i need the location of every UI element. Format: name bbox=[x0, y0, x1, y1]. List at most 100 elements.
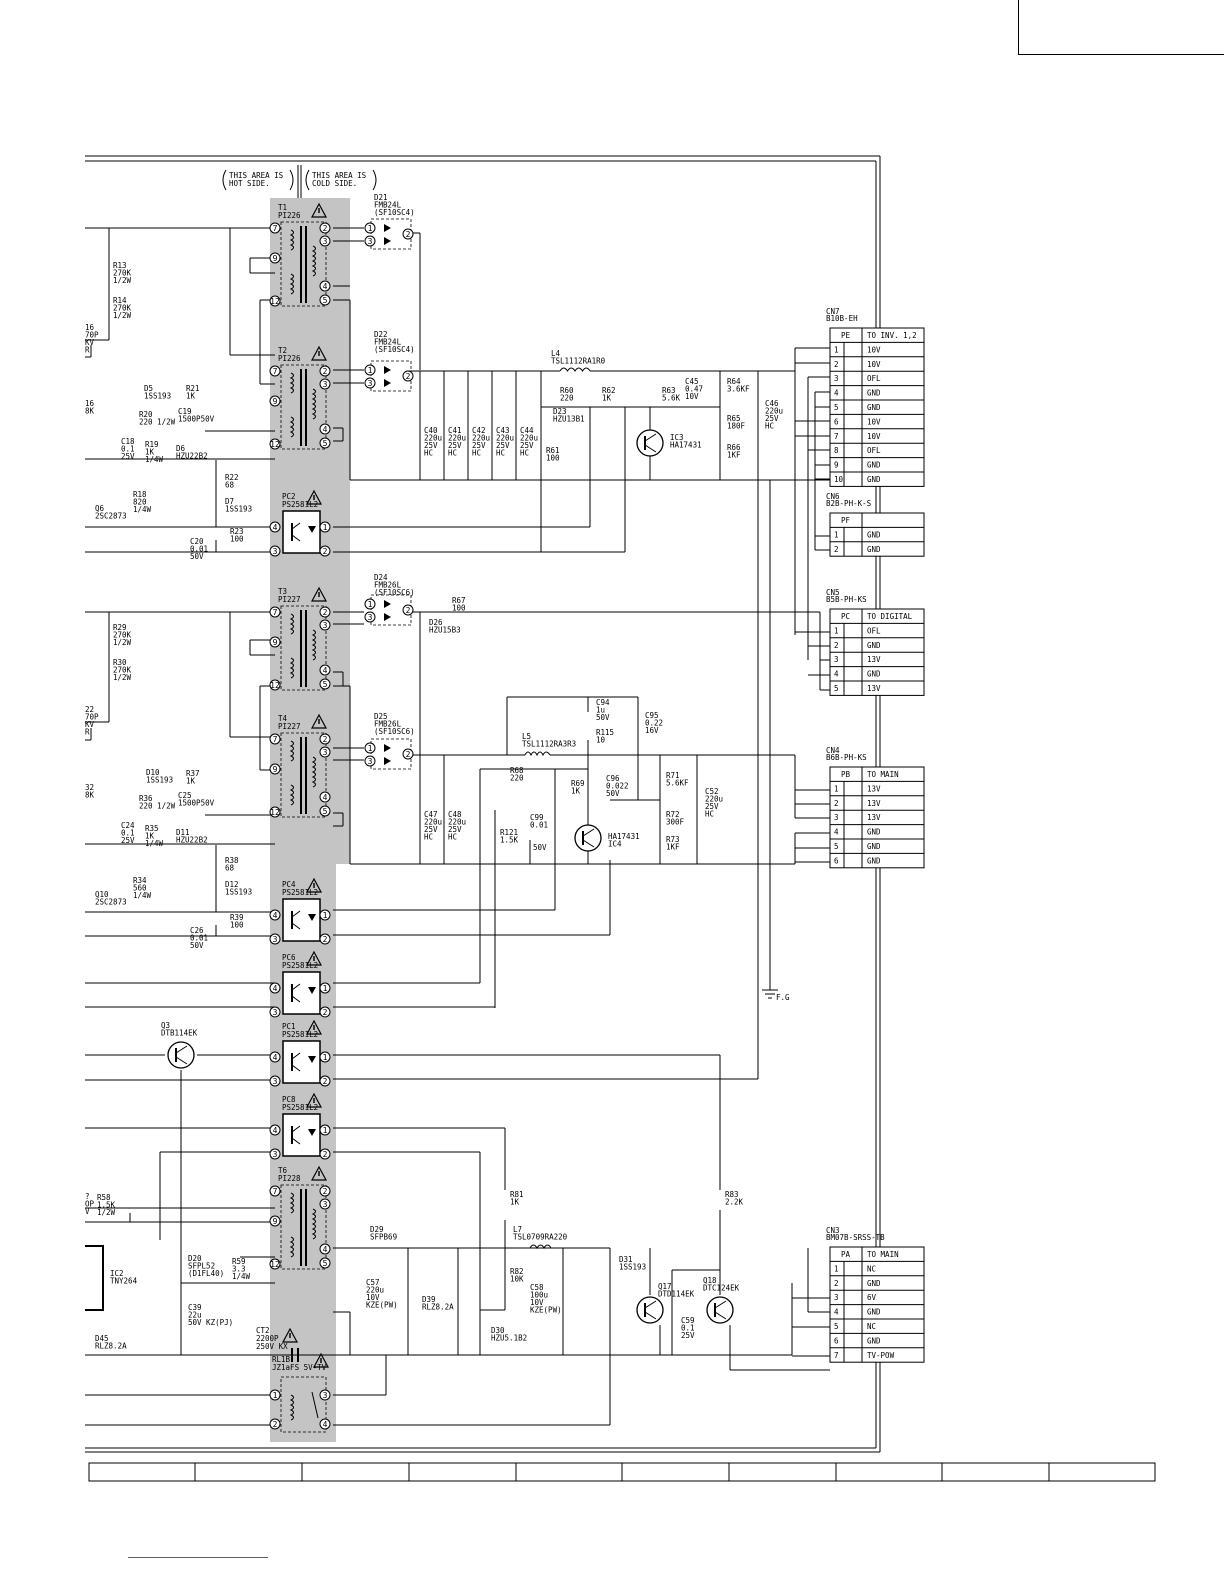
component-text: L4 bbox=[551, 349, 561, 358]
component-text: D10 bbox=[146, 768, 160, 777]
pin-marker: 1 bbox=[364, 598, 376, 610]
component-text: 1SS193 bbox=[225, 888, 252, 897]
component-text: Q18 bbox=[703, 1276, 717, 1285]
connector-pin-signal: GND bbox=[867, 856, 881, 865]
pin-number: 4 bbox=[273, 523, 278, 532]
connector-pin-signal: TV-POW bbox=[867, 1351, 895, 1360]
pin-marker: 4 bbox=[319, 1418, 331, 1430]
component-text: 220u bbox=[496, 434, 514, 443]
opto-ref: PC1 bbox=[282, 1022, 296, 1031]
component-text: R71 bbox=[666, 771, 680, 780]
rectifier-diode-pair: 132 bbox=[364, 594, 414, 626]
component-text: R64 bbox=[727, 377, 741, 386]
component-text: 1K bbox=[186, 392, 196, 401]
component-text: 220u bbox=[472, 434, 490, 443]
relay-part: JZ1aFS 5V-TV bbox=[272, 1363, 327, 1372]
connector-ref: CN4 bbox=[826, 746, 840, 755]
component-text: 1/2W bbox=[113, 276, 132, 285]
connector-tag: PC bbox=[841, 612, 850, 621]
component-text: D20 bbox=[188, 1254, 202, 1263]
opto-part: PS2581L2 bbox=[282, 500, 318, 509]
pin-marker: 3 bbox=[269, 933, 281, 945]
component-text: HC bbox=[472, 449, 481, 458]
pin-marker: 3 bbox=[319, 746, 331, 758]
component-text: D21 bbox=[374, 193, 388, 202]
component-text: D11 bbox=[176, 828, 190, 837]
pin-marker: 4 bbox=[269, 1051, 281, 1063]
pin-number: 3 bbox=[323, 1200, 328, 1209]
component-text: 180F bbox=[727, 422, 746, 431]
component-text: R34 bbox=[133, 876, 147, 885]
component-text: 5.6KF bbox=[666, 779, 689, 788]
component-text: 0.1 bbox=[121, 445, 135, 454]
connector-pin-signal: 13V bbox=[867, 813, 881, 822]
connector-pin-signal: NC bbox=[867, 1322, 876, 1331]
component-text: RLZ8.2A bbox=[422, 1303, 454, 1312]
component-text: 1K bbox=[571, 787, 581, 796]
component-text: FMB26L bbox=[374, 720, 402, 729]
connector-pin-signal: 10V bbox=[867, 345, 881, 354]
component-text: Q6 bbox=[95, 504, 105, 513]
transformer-part: PI228 bbox=[278, 1174, 301, 1183]
component-text: 10V bbox=[530, 1298, 544, 1307]
connector-pin-signal: OFL bbox=[867, 446, 881, 455]
component-text: 100 bbox=[230, 921, 244, 930]
pin-number: 3 bbox=[273, 935, 278, 944]
component-text: 50V bbox=[190, 941, 204, 950]
warning-icon bbox=[305, 950, 323, 966]
connector-pin-signal: GND bbox=[867, 475, 881, 484]
component-text: 1SS193 bbox=[225, 505, 252, 514]
transformer-ref: T4 bbox=[278, 714, 288, 723]
pin-number: 4 bbox=[273, 911, 278, 920]
component-text: R66 bbox=[727, 443, 741, 452]
component-text: 0.01 bbox=[190, 545, 208, 554]
component-text: 1/2W bbox=[113, 638, 132, 647]
connector-pin-number: 8 bbox=[834, 446, 839, 455]
component-text: (SF10SC4) bbox=[374, 345, 415, 354]
pin-number: 2 bbox=[406, 372, 411, 381]
component-text: C58 bbox=[530, 1283, 544, 1292]
component-text: 1KF bbox=[666, 843, 680, 852]
connector-pin-number: 5 bbox=[834, 403, 839, 412]
note-line: HOT SIDE. bbox=[229, 179, 270, 188]
pin-marker: 9 bbox=[269, 252, 281, 264]
component-text: R bbox=[85, 346, 90, 355]
component-text: R59 bbox=[232, 1257, 246, 1266]
pin-marker: 3 bbox=[269, 545, 281, 557]
component-text: HC bbox=[765, 422, 774, 431]
connector-pin-number: 2 bbox=[834, 641, 839, 650]
pin-number: 2 bbox=[323, 367, 328, 376]
component-text: R68 bbox=[510, 766, 524, 775]
connector-ref: CN5 bbox=[826, 588, 840, 597]
pin-marker: 2 bbox=[402, 370, 414, 382]
pin-marker: 3 bbox=[319, 619, 331, 631]
component-text: L7 bbox=[513, 1225, 522, 1234]
component-text: 50V bbox=[533, 843, 547, 852]
q3-transistor bbox=[167, 1041, 195, 1069]
component-text: HZU22B2 bbox=[176, 836, 208, 845]
component-text: 0.1 bbox=[121, 829, 135, 838]
component-text: 22 bbox=[85, 705, 94, 714]
pin-marker: 12 bbox=[269, 295, 281, 307]
component-text: R72 bbox=[666, 810, 680, 819]
connector-title: TO MAIN bbox=[867, 770, 899, 779]
warning-icon bbox=[310, 345, 328, 361]
pin-number: 4 bbox=[273, 984, 278, 993]
pin-number: 12 bbox=[270, 681, 280, 690]
